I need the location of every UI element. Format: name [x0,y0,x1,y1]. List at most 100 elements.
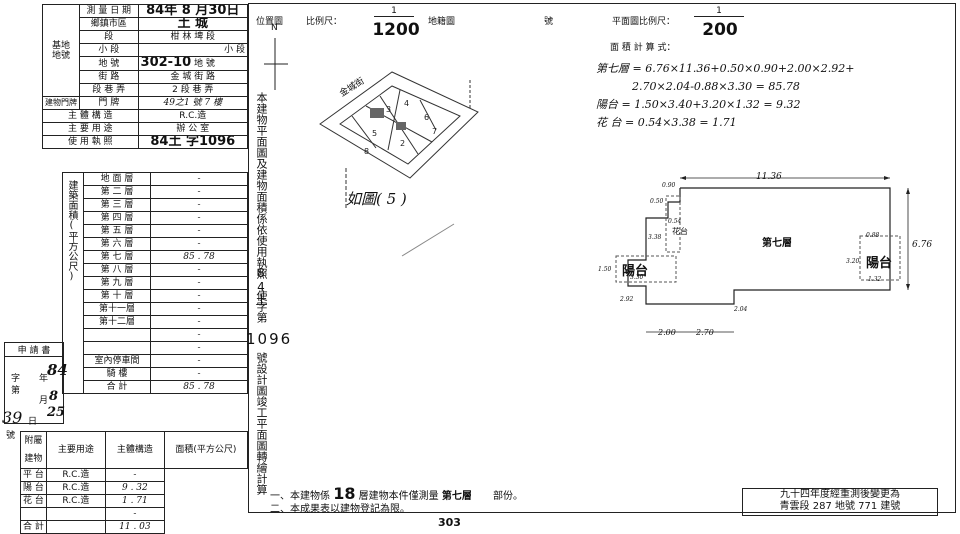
date-value: 84年 8 月30日 [137,4,249,18]
calc-line: 陽台 = 1.50×3.40+3.20×1.32 = 9.32 [596,98,801,111]
center-note-number: 1096 [246,330,293,348]
north-label: N [271,23,278,33]
floor-area: - [150,289,248,303]
annex-structure: R.C.造 [45,468,106,482]
floor-name [83,341,151,355]
location-scale-label: 比例尺： [306,17,343,27]
floor-row: 第十一層- [62,302,248,316]
plan-title: 平面圖比例尺： [612,17,676,27]
permit-label: 使 用 執 照 [42,135,139,149]
footer-box-line2: 青雲段 287 地號 771 建號 [779,501,901,512]
annex-header-use: 主要用途 [45,431,106,469]
plan-planter-label: 花台 [672,227,688,236]
floor-name: 騎 樓 [83,367,151,381]
annex-total-value: 11 . 03 [104,520,165,534]
floor-row: 第 六 層- [62,237,248,251]
floor-name: 第 七 層 [83,250,151,264]
applicant-year-value: 84 [47,361,68,379]
applicant-year: 年 [39,374,49,384]
subsection-label: 小 段 [79,43,139,57]
floor-total-label: 合 計 [83,380,151,394]
applicant-month-value: 8 [49,389,59,404]
district-label: 鄉鎮市區 [79,17,139,31]
structure-label: 主 體 構 造 [42,109,139,123]
door-value: 49之1 號 7 樓 [137,96,249,110]
svg-text:8: 8 [364,147,369,156]
plan-scale-num: 1 [694,6,744,17]
svg-text:7: 7 [432,127,437,136]
page-fragment: 303 [438,516,461,526]
floor-area-table: 地 面 層-第 二 層-第 三 層-第 四 層-第 五 層-第 六 層-第 七 … [62,172,248,394]
footer-note2: 二、本成果表以建物登記為限。 [270,504,410,515]
floor-row: 地 面 層- [62,172,248,186]
svg-text:4: 4 [404,99,409,108]
lane-value: 2 段 巷 弄 [137,83,249,97]
footer-note1-b: 層建物本件僅測量 [358,491,439,502]
plan-dim-s5: 2.92 [620,296,634,303]
floor-name: 第十一層 [83,302,151,316]
applicant-day-value: 25 [47,405,66,420]
floor-name: 第 二 層 [83,185,151,199]
plan-calc-label: 面 積 計 算 式： [610,43,676,53]
svg-text:2: 2 [400,139,405,148]
floor-area: - [150,263,248,277]
floor-name: 第十二層 [83,315,151,329]
location-scale-den: 1200 [372,20,420,40]
section-value: 柑 林 埤 段 [137,30,249,44]
annex-structure [45,507,106,521]
floor-row: 第 三 層- [62,198,248,212]
lotno-cell: 302-10 地 號 [137,56,249,71]
applicant-code: 第 [11,386,21,396]
use-label: 主 要 用 途 [42,122,139,136]
district-value: 土 城 [137,17,249,31]
floor-row: 騎 樓- [62,367,248,381]
floor-area: - [150,211,248,225]
center-note-part2: 使字第 [255,290,268,323]
plan-dim-bottom-b: 2.70 [696,328,714,337]
footer-note1: 一、本建物係 18 層建物本件僅測量 第七層 部份。 [270,484,523,503]
floor-name: 第 六 層 [83,237,151,251]
svg-text:6: 6 [424,113,429,122]
calc-line: 第七層 = 6.76×11.36+0.50×0.90+2.00×2.92+ [596,62,855,75]
annex-area: - [104,507,165,521]
annex-use: 平 台 [20,468,47,482]
plan-dim-s7: 3.30 [630,274,644,281]
annex-structure: R.C.造 [45,494,106,508]
plan-dim-s4: 1.50 [598,266,612,273]
floor-side-cell [62,328,84,342]
floor-area: - [150,341,248,355]
floor-row: 室內停車間- [62,354,248,368]
plan-dim-s9: 0.88 [866,232,880,239]
survey-info-table: 基地地號 測 量 日 期 84年 8 月30日 鄉鎮市區 土 城 段 柑 林 埤… [42,4,249,149]
annex-use [20,507,47,521]
plan-dim-right: 6.76 [912,240,933,250]
floor-name: 第 三 層 [83,198,151,212]
floor-row: - [62,328,248,342]
floor-area: - [150,185,248,199]
annex-area: - [104,468,165,482]
base-vertical-label: 基地地號 [42,4,80,97]
floor-area: - [150,367,248,381]
footer-note1-floors: 18 [333,484,356,503]
pencil-stroke [401,223,455,257]
location-scale-num: 1 [374,6,414,17]
plan-dim-s1: 0.90 [662,182,676,189]
applicant-number-value: 39 [2,408,23,427]
applicant-number-label: 號 [6,431,16,441]
annex-header-area: 面積(平方公尺) [163,431,249,469]
section-label: 段 [79,30,139,44]
floor-area: - [150,276,248,290]
location-note: 如圖( 5 ) [346,190,407,208]
applicant-box: 申 請 書 字 年 第 月 84 8 25 [4,342,68,424]
north-arrow-icon [264,38,288,90]
plan-dim-s2: 0.50 [650,198,664,205]
plan-dim-bottom-a: 2.00 [658,328,676,337]
center-note-part3: 號設計圖竣工平面圖轉繪計算 [255,352,268,495]
permit-value: 84土 字1096 [137,135,249,149]
door-label: 門 牌 [79,96,139,110]
plan-floor-label: 第七層 [762,238,792,249]
annex-area: 9 . 32 [104,481,165,495]
